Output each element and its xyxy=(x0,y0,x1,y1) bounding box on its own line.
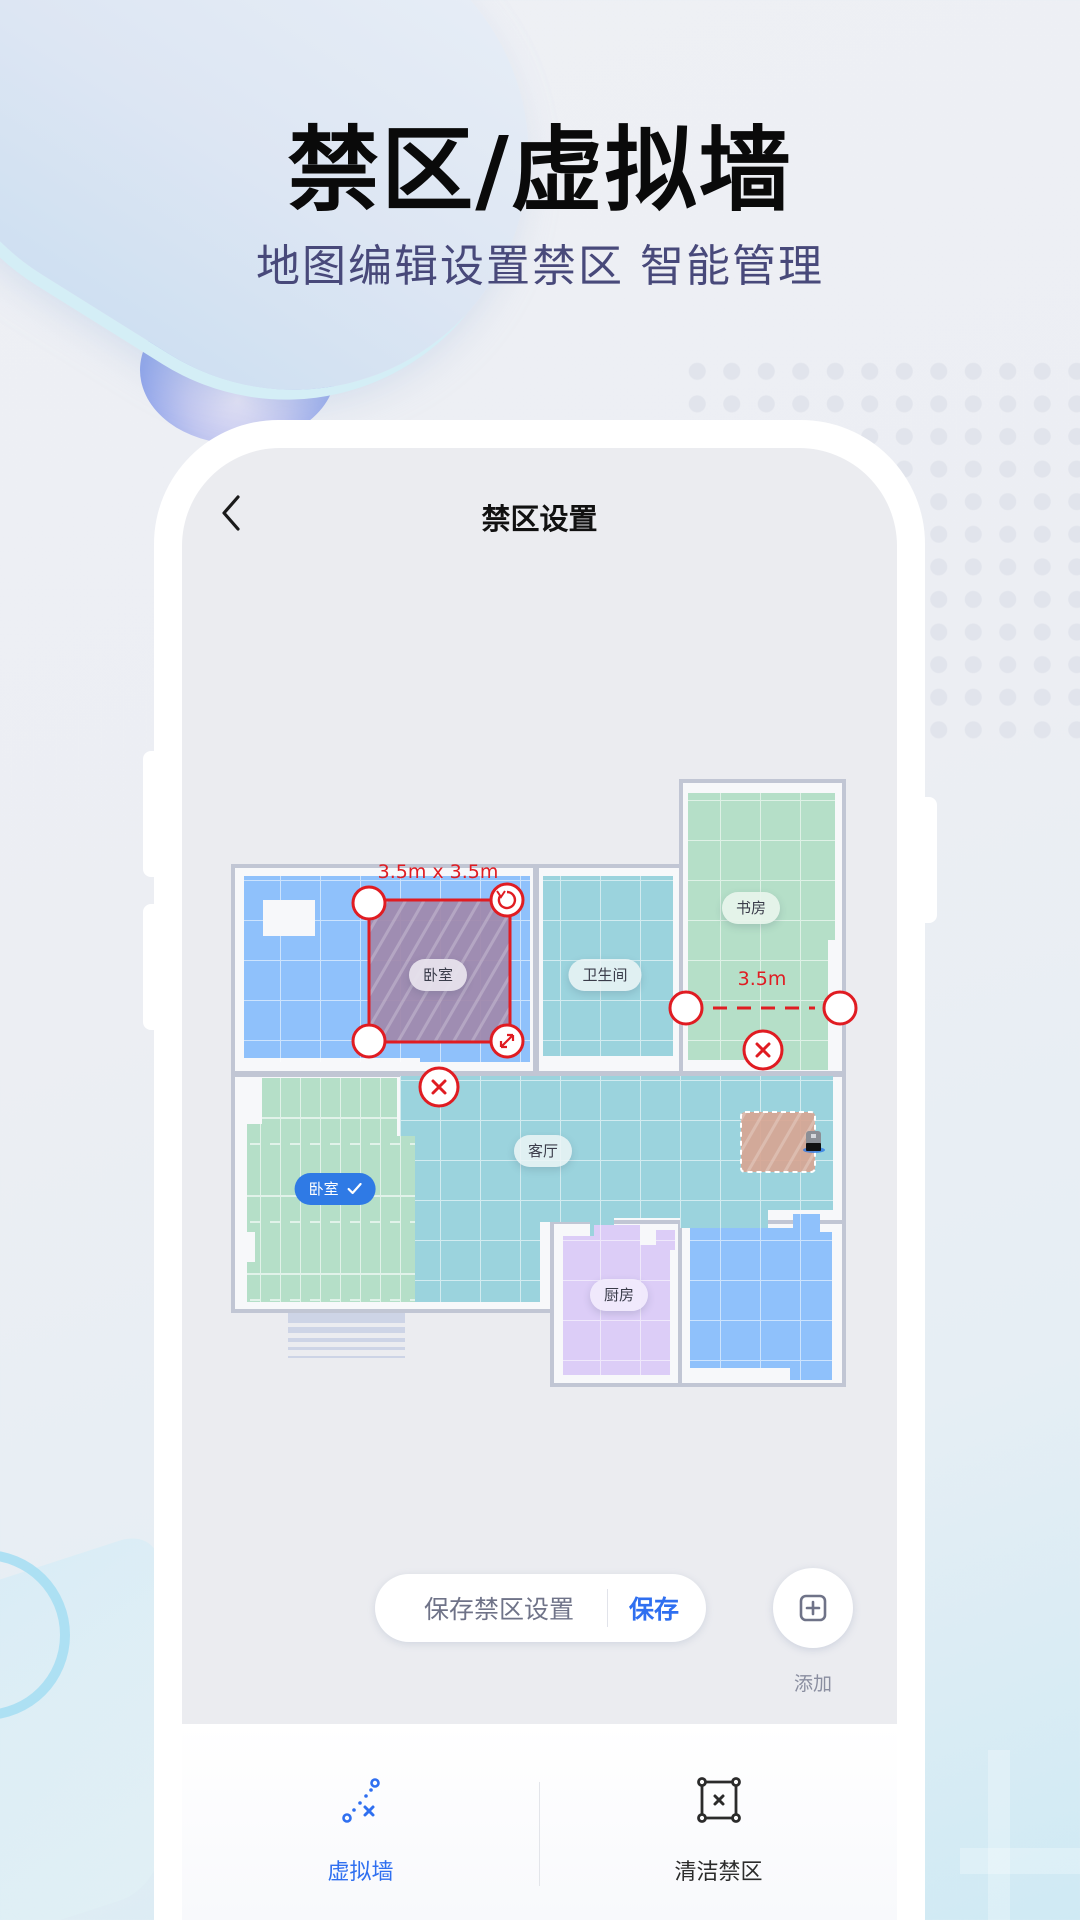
add-button[interactable] xyxy=(773,1568,853,1648)
room-label-study[interactable]: 书房 xyxy=(721,892,781,924)
decorative-squares xyxy=(960,1750,1080,1920)
promo-headline: 禁区/虚拟墙 xyxy=(287,117,793,224)
divider xyxy=(607,1589,608,1627)
save-hint-text: 保存禁区设置 xyxy=(423,1595,574,1624)
forbidden-zone-size-label: 3.5m x 3.5m xyxy=(377,861,499,883)
room-label-bedroom-selected[interactable]: 卧室 xyxy=(294,1173,376,1205)
robot-vacuum-icon xyxy=(803,1131,825,1153)
tab-forbidden-zone[interactable]: 清洁禁区 xyxy=(540,1724,897,1920)
add-label: 添加 xyxy=(793,1673,832,1695)
save-settings-bar: 保存禁区设置 保存 xyxy=(375,1574,706,1642)
save-button[interactable]: 保存 xyxy=(628,1595,679,1624)
room-label-bedroom-top[interactable]: 卧室 xyxy=(408,959,468,991)
page-title: 禁区设置 xyxy=(481,502,598,536)
promo-subtitle: 地图编辑设置禁区 智能管理 xyxy=(256,241,824,292)
add-square-icon xyxy=(799,1594,827,1622)
room-label-living[interactable]: 客厅 xyxy=(513,1135,573,1167)
tab-label: 虚拟墙 xyxy=(327,1860,394,1885)
virtual-wall-length-label: 3.5m xyxy=(737,968,787,990)
virtual-wall-icon xyxy=(341,1778,380,1823)
chevron-left-icon xyxy=(222,495,240,531)
bottom-tab-bar: 虚拟墙 清洁禁区 xyxy=(182,1724,897,1920)
floor-plan-graphic xyxy=(231,779,858,1387)
room-label-text: 卧室 xyxy=(308,1180,339,1198)
check-icon xyxy=(347,1182,362,1195)
forbidden-zone-icon xyxy=(696,1777,741,1823)
phone-screen: 禁区设置 xyxy=(182,448,897,1920)
room-label-bathroom[interactable]: 卫生间 xyxy=(568,959,642,991)
tab-virtual-wall[interactable]: 虚拟墙 xyxy=(182,1724,539,1920)
tab-label: 清洁禁区 xyxy=(674,1860,763,1885)
tab-divider xyxy=(539,1782,540,1886)
floor-map[interactable]: 3.5m x 3.5m 3.5m 卧室 卫生间 书房 客厅 厨房 卧室 xyxy=(182,448,897,1728)
room-label-kitchen[interactable]: 厨房 xyxy=(589,1279,649,1311)
back-button[interactable] xyxy=(212,493,252,533)
